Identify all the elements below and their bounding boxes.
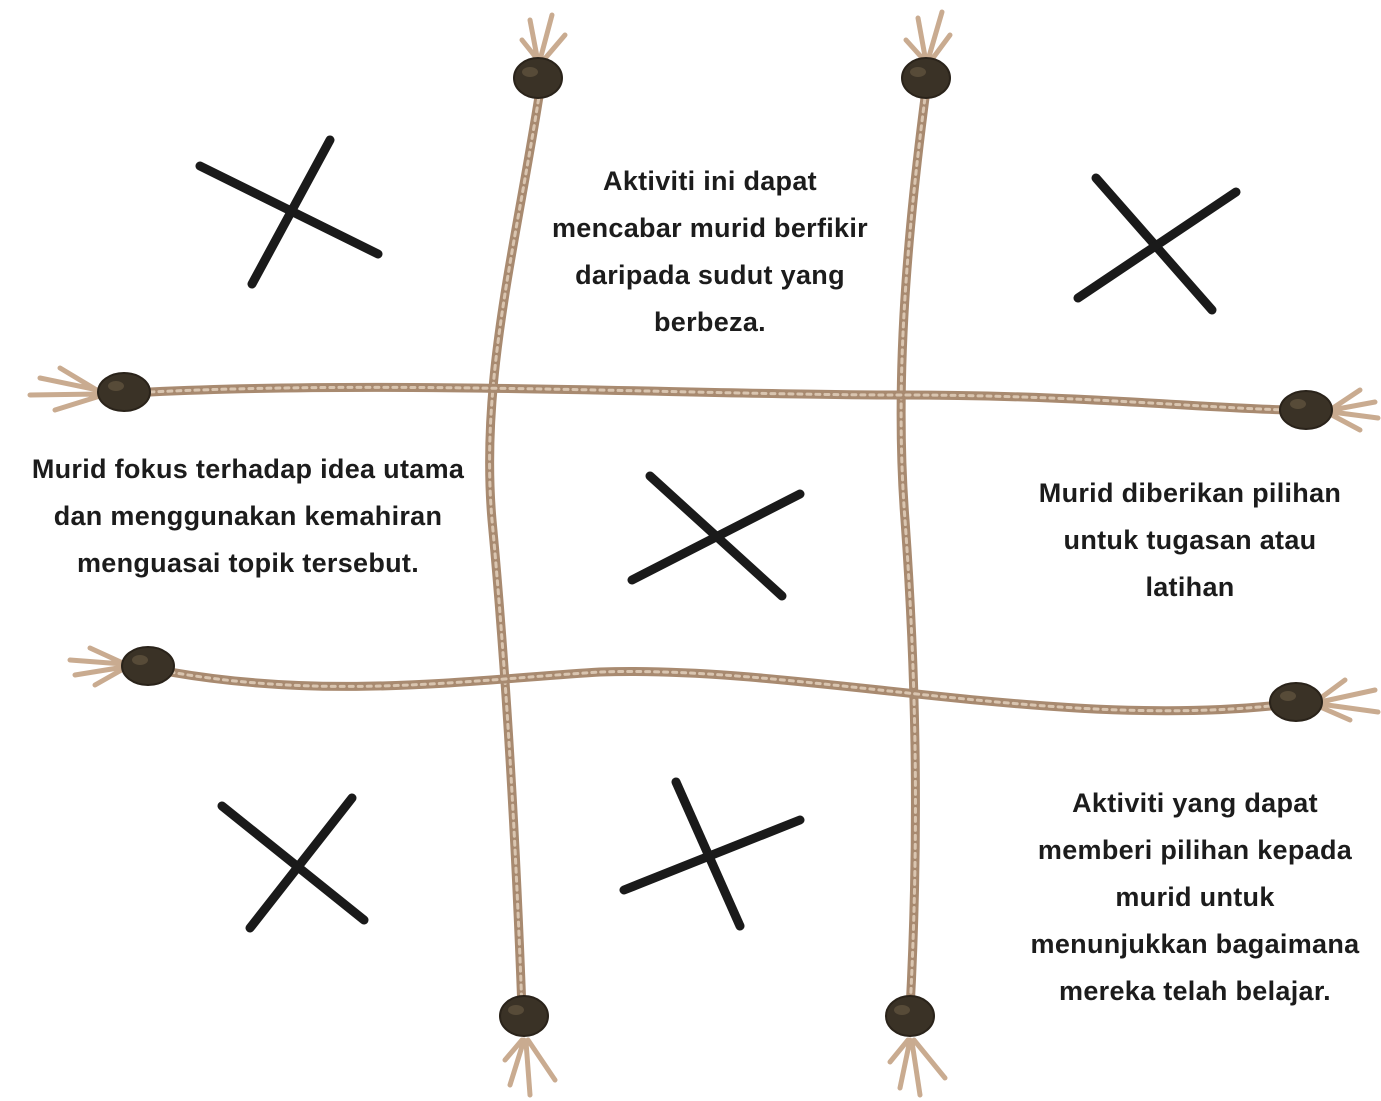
rope-horizontal-bottom [170,671,1280,710]
text-line: daripada sudut yang [530,252,890,299]
bead-left-top [98,373,150,411]
rope-vertical-right [901,90,926,1010]
rope-end-right-top [1330,390,1378,430]
text-line: mencabar murid berfikir [530,205,890,252]
text-line: latihan [1010,564,1370,611]
bead-right-top [1280,391,1332,429]
bead-right-bottom [1270,683,1322,721]
x-mark-top-right [1078,178,1236,310]
cell-text-bottom-right: Aktiviti yang dapat memberi pilihan kepa… [1010,780,1380,1015]
cell-text-middle-right: Murid diberikan pilihan untuk tugasan at… [1010,470,1370,611]
text-line: mereka telah belajar. [1010,968,1380,1015]
rope-horizontal-top [150,387,1290,410]
rope-end-left-top [30,368,100,410]
rope-end-bottom-right [890,1040,945,1095]
text-line: menguasai topik tersebut. [8,540,488,587]
rope-end-bottom-left [505,1040,555,1095]
bead-bottom-right [886,996,934,1036]
bead-bottom-left [500,996,548,1036]
x-mark-bottom-center [624,782,800,926]
text-line: murid untuk [1010,874,1380,921]
text-line: Murid fokus terhadap idea utama [8,446,488,493]
rope-end-top-left [522,15,565,62]
cell-text-top-center: Aktiviti ini dapat mencabar murid berfik… [530,158,890,346]
text-line: Murid diberikan pilihan [1010,470,1370,517]
text-line: Aktiviti yang dapat [1010,780,1380,827]
text-line: memberi pilihan kepada [1010,827,1380,874]
x-mark-bottom-left [222,798,364,928]
rope-end-top-right [906,12,950,62]
x-mark-center [632,476,800,596]
text-line: Aktiviti ini dapat [530,158,890,205]
text-line: untuk tugasan atau [1010,517,1370,564]
rope-end-left-bottom [70,648,125,685]
text-line: dan menggunakan kemahiran [8,493,488,540]
bead-top-right [902,58,950,98]
bead-left-bottom [122,647,174,685]
x-mark-top-left [200,140,378,284]
rope-end-right-bottom [1318,680,1378,720]
bead-top-left [514,58,562,98]
text-line: berbeza. [530,299,890,346]
cell-text-middle-left: Murid fokus terhadap idea utama dan meng… [8,446,488,587]
text-line: menunjukkan bagaimana [1010,921,1380,968]
